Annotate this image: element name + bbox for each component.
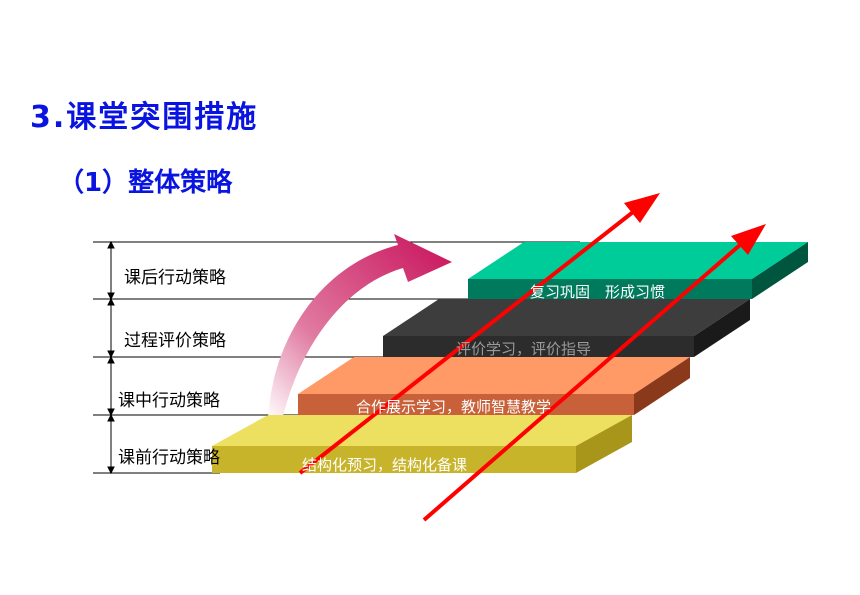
red-arrow-right-head-icon xyxy=(731,224,766,255)
step-text-in-class: 合作展示学习，教师智慧教学 xyxy=(356,398,552,416)
step-text-after-class: 复习巩固 形成习惯 xyxy=(530,283,666,301)
step-text-process-evaluation: 评价学习，评价指导 xyxy=(456,340,592,358)
label-in-class: 课中行动策略 xyxy=(118,391,220,411)
step-process-evaluation xyxy=(383,299,750,357)
dimension-arrows xyxy=(107,240,115,475)
step-text-pre-class: 结构化预习，结构化备课 xyxy=(302,456,468,474)
label-after-class: 课后行动策略 xyxy=(124,268,226,288)
red-arrow-left-head-icon xyxy=(624,193,660,223)
label-pre-class: 课前行动策略 xyxy=(118,448,220,468)
page-subtitle: （1）整体策略 xyxy=(58,168,233,198)
red-arrow-right xyxy=(422,224,766,522)
page-title: 3.课堂突围措施 xyxy=(30,100,259,135)
red-arrow-left xyxy=(298,193,660,475)
curved-growth-arrow xyxy=(268,234,452,420)
label-process-evaluation: 过程评价策略 xyxy=(124,331,226,351)
